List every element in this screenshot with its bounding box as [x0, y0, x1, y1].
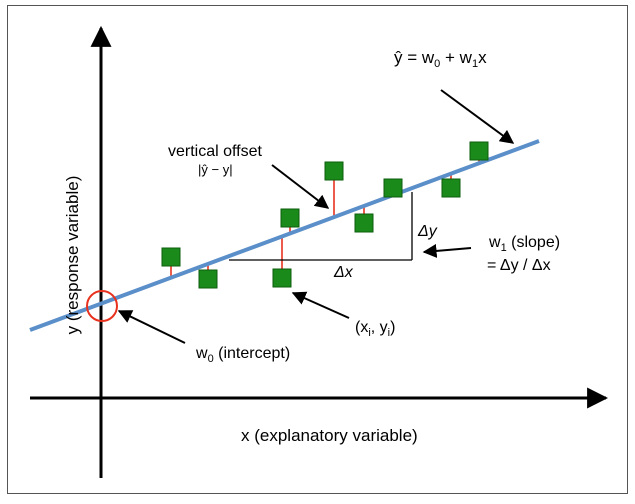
- x-axis-title: x (explanatory variable): [241, 426, 418, 445]
- intercept-label: w0 (intercept): [195, 345, 290, 365]
- equation-label: ŷ = w0 + w1x: [394, 48, 487, 70]
- data-point: [324, 161, 344, 181]
- point-label: (xi, yi): [355, 319, 395, 339]
- intercept-circle-icon: [86, 290, 118, 322]
- data-point: [354, 213, 374, 233]
- figure-frame: [7, 5, 628, 494]
- data-point: [198, 269, 218, 289]
- equation-arrow-icon: [440, 89, 515, 144]
- slope-arrow-icon: [422, 243, 472, 258]
- data-point: [441, 178, 461, 198]
- delta-x-label: Δx: [333, 264, 354, 281]
- intercept-arrow-icon: [117, 310, 186, 344]
- slope-label: w1 (slope): [488, 234, 560, 254]
- vertical-offset-label: vertical offset: [168, 143, 263, 160]
- y-axis-title: y (response variable): [63, 176, 82, 335]
- regression-line: [29, 139, 540, 332]
- slope-formula: = Δy / Δx: [487, 257, 551, 274]
- point-arrow-icon: [291, 291, 350, 319]
- data-points: [161, 141, 489, 289]
- vertical-offset-formula: |ŷ − y|: [198, 162, 233, 177]
- delta-y-label: Δy: [417, 223, 438, 240]
- data-point: [280, 208, 300, 228]
- slope-triangle: [229, 192, 413, 261]
- offset-arrow-icon: [271, 164, 330, 209]
- data-point: [469, 141, 489, 161]
- pointer-arrows: [117, 89, 515, 344]
- data-point: [383, 178, 403, 198]
- data-point: [161, 247, 181, 267]
- data-point: [272, 268, 292, 288]
